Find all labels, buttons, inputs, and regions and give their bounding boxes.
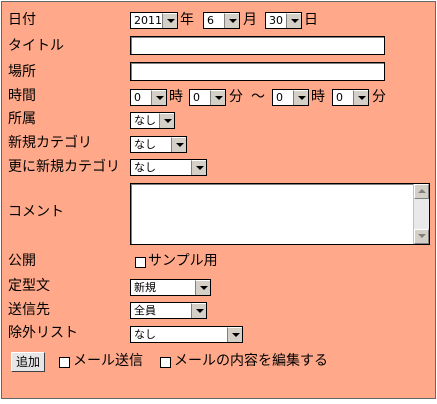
sample-checkbox[interactable] [135,257,146,268]
start-hour-value: 0 [134,91,141,104]
edit-mail-checkbox[interactable] [160,357,171,368]
end-hour-value: 0 [276,91,283,104]
year-select-value: 2011 [134,14,162,27]
end-hour-select[interactable]: 0 [272,89,309,106]
chevron-down-icon [191,303,206,318]
edit-mail-label: メールの内容を編集する [174,353,328,369]
template-label: 定型文 [8,278,50,294]
start-hour-unit: 時 [169,89,183,105]
day-select[interactable]: 30 [265,12,302,29]
more-category-value: なし [134,161,156,174]
chevron-down-icon [151,90,166,105]
public-label: 公開 [8,253,36,269]
scroll-up-icon[interactable] [414,184,429,199]
chevron-down-icon [286,13,301,28]
month-select[interactable]: 6 [203,12,240,29]
title-input[interactable] [130,36,385,55]
chevron-down-icon [227,327,242,342]
month-select-value: 6 [207,14,214,27]
template-select[interactable]: 新規 [130,279,211,296]
more-category-label: 更に新規カテゴリ [8,159,120,175]
new-category-value: なし [134,138,156,151]
send-mail-checkbox[interactable] [59,357,70,368]
time-label: 時間 [8,88,36,104]
new-category-select[interactable]: なし [130,136,187,153]
comment-scrollbar[interactable] [413,184,429,244]
more-category-select[interactable]: なし [130,159,207,176]
time-separator: ～ [251,89,265,105]
affiliation-value: なし [134,114,156,127]
chevron-down-icon [195,280,210,295]
recipients-value: 全員 [134,304,156,317]
day-unit: 日 [304,12,318,28]
start-hour-select[interactable]: 0 [130,89,167,106]
chevron-down-icon [293,90,308,105]
end-min-unit: 分 [372,89,386,105]
date-label: 日付 [8,12,36,28]
chevron-down-icon [159,113,174,128]
exclude-select[interactable]: なし [130,326,243,343]
chevron-down-icon [171,137,186,152]
year-unit: 年 [180,12,194,28]
comment-label: コメント [8,204,64,220]
comment-textarea[interactable] [130,183,430,245]
exclude-value: なし [134,328,156,341]
chevron-down-icon [191,160,206,175]
chevron-down-icon [210,90,225,105]
title-label: タイトル [8,38,64,54]
chevron-down-icon [162,13,177,28]
affiliation-select[interactable]: なし [130,112,175,129]
chevron-down-icon [224,13,239,28]
start-min-value: 0 [193,91,200,104]
affiliation-label: 所属 [8,111,36,127]
recipients-select[interactable]: 全員 [130,302,207,319]
send-mail-label: メール送信 [73,353,143,369]
end-min-select[interactable]: 0 [332,89,369,106]
scroll-down-icon[interactable] [414,229,429,244]
end-min-value: 0 [336,91,343,104]
exclude-label: 除外リスト [8,325,78,341]
recipients-label: 送信先 [8,302,50,318]
sample-checkbox-label: サンプル用 [148,253,218,269]
place-label: 場所 [8,64,36,80]
new-category-label: 新規カテゴリ [8,135,92,151]
end-hour-unit: 時 [311,89,325,105]
template-value: 新規 [134,281,156,294]
chevron-down-icon [353,90,368,105]
day-select-value: 30 [269,14,283,27]
start-min-select[interactable]: 0 [189,89,226,106]
place-input[interactable] [130,62,385,81]
add-button[interactable]: 追加 [11,352,46,372]
year-select[interactable]: 2011 [130,12,178,29]
month-unit: 月 [243,12,257,28]
start-min-unit: 分 [229,89,243,105]
